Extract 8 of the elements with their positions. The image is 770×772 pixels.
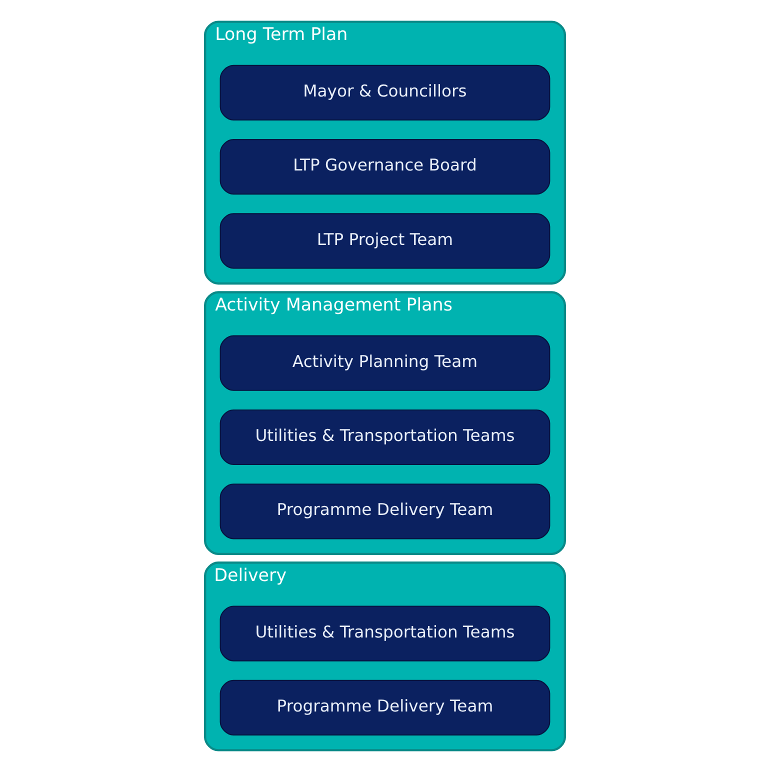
node-box: Activity Planning Team (220, 335, 550, 391)
node-box: Utilities & Transportation Teams (220, 409, 550, 466)
node-box: Mayor & Councillors (220, 64, 550, 120)
node-box: Utilities & Transportation Teams (220, 606, 550, 662)
node-box: Programme Delivery Team (220, 680, 550, 736)
node-box: LTP Project Team (220, 213, 550, 269)
node-box: Programme Delivery Team (220, 484, 550, 540)
node-box: LTP Governance Board (220, 139, 550, 195)
